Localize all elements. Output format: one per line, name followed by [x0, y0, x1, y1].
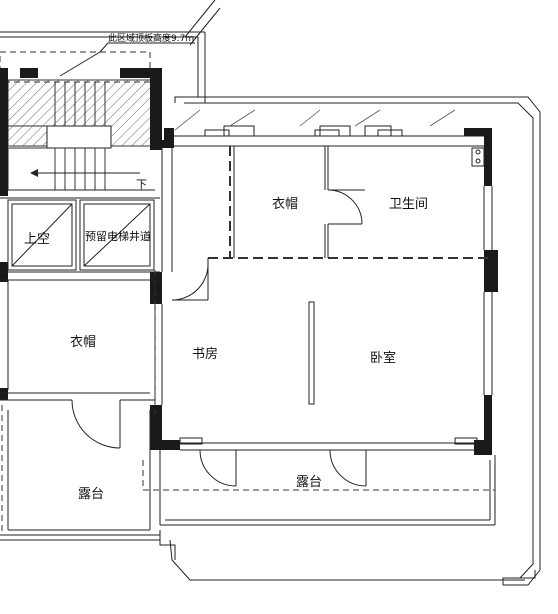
partitions — [154, 146, 490, 415]
room-void-label: 上空 — [24, 232, 50, 247]
room-terrace-left-label: 露台 — [78, 487, 104, 502]
roof-outline — [0, 0, 541, 586]
elevator-box — [79, 199, 155, 271]
room-bedroom-label: 卧室 — [370, 350, 396, 366]
stair-down-label: 下 — [136, 178, 147, 191]
terrace-bottom-area — [142, 450, 496, 526]
void-box — [7, 199, 77, 271]
terrace-left-area — [1, 405, 151, 535]
window-marks — [174, 109, 456, 131]
room-closet-left-label: 衣帽 — [70, 334, 96, 350]
room-closet-top-label: 衣帽 — [272, 196, 298, 212]
bathroom-fixture — [471, 147, 485, 167]
thin-walls — [154, 125, 493, 451]
walls — [0, 68, 498, 455]
room-terrace-bottom-label: 露台 — [296, 475, 322, 490]
bedroom-divider — [308, 301, 315, 405]
room-study-label: 书房 — [192, 346, 218, 362]
ceiling-height-note: 此区域顶板高度9.7m — [108, 32, 194, 44]
stair: 下 — [0, 79, 155, 191]
doors — [71, 189, 367, 487]
room-bathroom-label: 卫生间 — [389, 197, 428, 212]
room-elevator-label: 预留电梯井道 — [85, 229, 151, 243]
